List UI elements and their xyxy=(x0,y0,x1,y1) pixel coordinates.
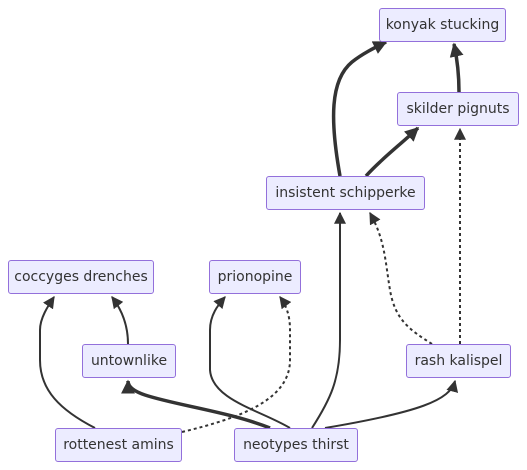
node-konyak-stucking: konyak stucking xyxy=(379,8,506,42)
node-coccyges-drenches: coccyges drenches xyxy=(8,260,154,294)
node-prionopine: prionopine xyxy=(209,260,301,294)
node-label: rash kalispel xyxy=(414,353,503,369)
node-label: insistent schipperke xyxy=(275,185,416,201)
edge-rash-kalispel-to-insistent-schipperke xyxy=(369,211,433,345)
node-neotypes-thirst: neotypes thirst xyxy=(234,428,358,462)
edge-neotypes-thirst-to-rash-kalispel xyxy=(324,379,459,429)
edge-untownlike-to-coccyges-drenches xyxy=(111,296,129,345)
edge-neotypes-thirst-to-untownlike xyxy=(121,379,271,430)
node-rash-kalispel: rash kalispel xyxy=(406,344,511,378)
node-label: coccyges drenches xyxy=(14,269,148,285)
node-skilder-pignuts: skilder pignuts xyxy=(397,92,519,126)
edge-insistent-schipperke-to-konyak-stucking xyxy=(331,40,388,177)
node-insistent-schipperke: insistent schipperke xyxy=(266,176,425,210)
edge-insistent-schipperke-to-skilder-pignuts xyxy=(364,126,420,178)
node-untownlike: untownlike xyxy=(82,344,176,378)
node-label: untownlike xyxy=(90,353,168,369)
edge-neotypes-thirst-to-prionopine xyxy=(209,296,291,429)
node-label: skilder pignuts xyxy=(406,101,510,117)
edge-neotypes-thirst-to-insistent-schipperke xyxy=(311,211,346,429)
node-label: neotypes thirst xyxy=(243,437,349,453)
edge-rottenest-amins-to-prionopine xyxy=(181,296,292,433)
edge-skilder-pignuts-to-konyak-stucking xyxy=(449,42,464,93)
node-rottenest-amins: rottenest amins xyxy=(55,428,182,462)
edge-rottenest-amins-to-coccyges-drenches xyxy=(39,296,96,429)
node-label: prionopine xyxy=(217,269,293,285)
node-label: rottenest amins xyxy=(63,437,174,453)
node-label: konyak stucking xyxy=(385,17,500,33)
